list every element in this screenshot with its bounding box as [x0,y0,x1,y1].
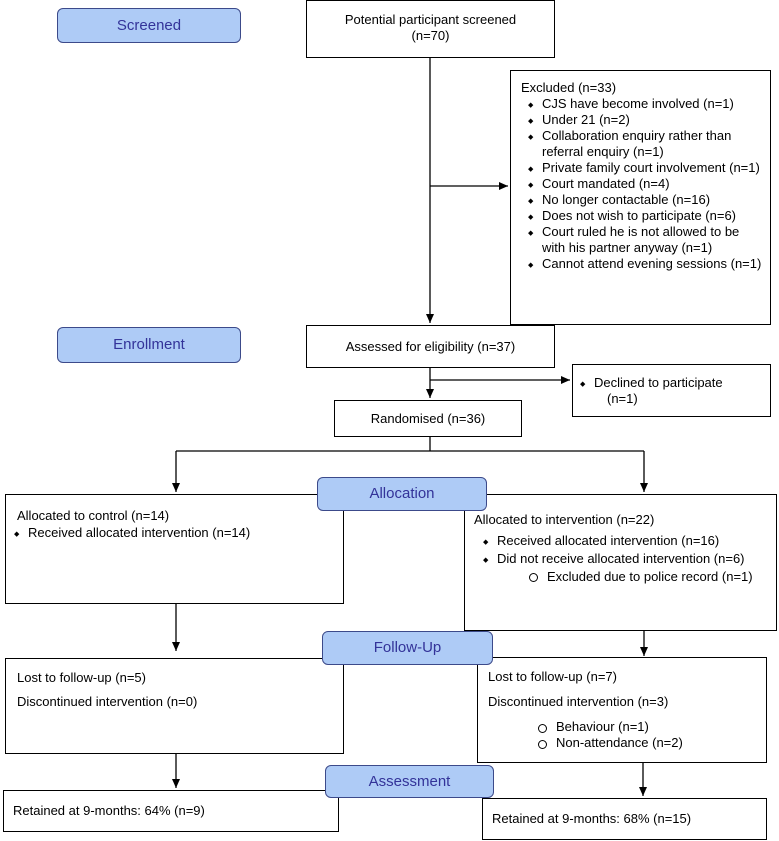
intervention-title: Allocated to intervention (n=22) [474,512,655,527]
followup-right-lost: Lost to follow-up (n=7) [488,669,617,684]
followup-left-box: Lost to follow-up (n=5) Discontinued int… [5,658,344,754]
intervention-box: Allocated to intervention (n=22) Receive… [464,494,777,631]
declined-text: Declined to participate [594,375,723,390]
followup-right-subitem: Non-attendance (n=2) [535,735,762,751]
retained-left-box: Retained at 9-months: 64% (n=9) [3,790,339,832]
declined-box: Declined to participate (n=1) [572,364,771,417]
screened-box: Potential participant screened (n=70) [306,0,555,58]
randomised-box: Randomised (n=36) [334,400,522,437]
control-box: Allocated to control (n=14) Received all… [5,494,344,604]
intervention-item: Received allocated intervention (n=16) [474,531,772,552]
intervention-item: Did not receive allocated intervention (… [474,550,772,570]
stage-label-followup: Follow-Up [322,631,493,665]
excluded-box: Excluded (n=33) CJS have become involved… [510,70,771,325]
excluded-list: CJS have become involved (n=1) Under 21 … [519,96,764,274]
screened-box-count: (n=70) [411,28,450,43]
excluded-item: Cannot attend evening sessions (n=1) [519,256,764,274]
excluded-item: Collaboration enquiry rather than referr… [519,128,764,160]
excluded-item: Court ruled he is not allowed to be with… [519,224,764,256]
screened-box-title: Potential participant screened [344,12,517,27]
intervention-item-text: Did not receive allocated intervention (… [497,551,745,566]
eligibility-box: Assessed for eligibility (n=37) [306,325,555,368]
control-item: Received allocated intervention (n=14) [5,525,337,543]
followup-right-box: Lost to follow-up (n=7) Discontinued int… [477,657,767,763]
intervention-sublist: Excluded due to police record (n=1) [526,568,772,586]
stage-label-enrollment: Enrollment [57,327,241,363]
declined-list: Declined to participate (n=1) [571,375,766,407]
followup-left-discontinued: Discontinued intervention (n=0) [17,694,198,709]
followup-right-discontinued: Discontinued intervention (n=3) [488,694,669,709]
stage-label-assessment: Assessment [325,765,494,798]
retained-right-box: Retained at 9-months: 68% (n=15) [482,798,767,840]
control-list: Received allocated intervention (n=14) [5,525,337,543]
control-title: Allocated to control (n=14) [17,508,170,523]
excluded-item: Court mandated (n=4) [519,176,764,194]
followup-right-sublist: Behaviour (n=1) Non-attendance (n=2) [535,719,762,751]
intervention-list: Received allocated intervention (n=16) D… [474,531,772,570]
excluded-item: Under 21 (n=2) [519,112,764,130]
excluded-item: No longer contactable (n=16) [519,192,764,210]
declined-item: Declined to participate (n=1) [571,375,766,407]
followup-left-lost: Lost to follow-up (n=5) [17,670,146,685]
intervention-subitem: Excluded due to police record (n=1) [526,568,772,586]
stage-label-allocation: Allocation [317,477,487,511]
excluded-title: Excluded (n=33) [521,80,617,95]
excluded-item: Does not wish to participate (n=6) [519,208,764,226]
declined-count: (n=1) [607,391,638,406]
stage-label-screened: Screened [57,8,241,43]
followup-right-subitem: Behaviour (n=1) [535,719,762,735]
excluded-item: CJS have become involved (n=1) [519,96,764,114]
excluded-item: Private family court involvement (n=1) [519,160,764,178]
